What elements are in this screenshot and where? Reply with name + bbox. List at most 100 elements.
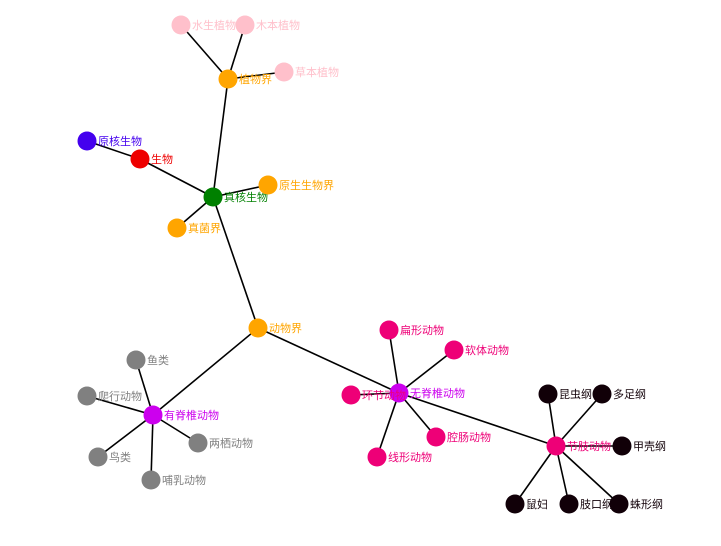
node-label: 昆虫纲 <box>559 388 592 401</box>
node-label: 肢口纲 <box>580 497 613 511</box>
node-paxing[interactable]: 爬行动物 <box>77 386 143 406</box>
node-label: 无脊椎动物 <box>410 386 465 400</box>
node-niaolei[interactable]: 鸟类 <box>88 447 132 467</box>
node-label: 腔肠动物 <box>447 430 491 444</box>
edge-jiezhi-zhuxing <box>555 445 620 505</box>
edge-zhenhe-dongwujie <box>212 196 259 329</box>
node-jiezhi[interactable]: 节肢动物 <box>546 436 612 456</box>
node-label: 甲壳纲 <box>633 439 666 453</box>
node-circle[interactable] <box>77 386 97 406</box>
edge-wujizhui-qiangchang <box>398 392 437 438</box>
node-muben[interactable]: 木本植物 <box>235 15 301 35</box>
node-circle[interactable] <box>505 494 525 514</box>
node-zhenjun[interactable]: 真菌界 <box>167 218 222 238</box>
edge-youjizhui-niaolei <box>97 414 154 458</box>
node-circle[interactable] <box>77 131 97 151</box>
node-circle[interactable] <box>167 218 187 238</box>
node-dongwujie[interactable]: 动物界 <box>248 318 303 338</box>
node-youjizhui[interactable]: 有脊椎动物 <box>143 405 220 425</box>
node-circle[interactable] <box>612 436 632 456</box>
node-circle[interactable] <box>592 384 612 404</box>
node-label: 有脊椎动物 <box>164 408 219 422</box>
node-zhenhe[interactable]: 真核生物 <box>203 187 269 207</box>
node-yuanhe[interactable]: 原核生物 <box>77 131 143 151</box>
node-circle[interactable] <box>538 384 558 404</box>
node-layer: 生物原核生物真核生物 植物界 水生植物木本植物草本植物原生生物界真菌界动物界有脊椎动… <box>77 15 667 514</box>
node-label: 扁形动物 <box>400 323 444 337</box>
node-zhikou[interactable]: 肢口纲 <box>559 494 614 514</box>
node-circle[interactable] <box>379 320 399 340</box>
node-label: 植物界 <box>239 72 272 86</box>
node-circle[interactable] <box>559 494 579 514</box>
node-label: 两栖动物 <box>209 436 253 450</box>
node-circle[interactable] <box>126 350 146 370</box>
node-label: 节肢动物 <box>567 439 611 453</box>
node-bianxing[interactable]: 扁形动物 <box>379 320 445 340</box>
node-liangqi[interactable]: 两栖动物 <box>188 433 254 453</box>
node-circle[interactable] <box>130 149 150 169</box>
node-circle[interactable] <box>546 436 566 456</box>
node-label: 环节动物 <box>362 388 406 402</box>
edge-dongwujie-youjizhui <box>152 327 259 416</box>
node-circle[interactable] <box>141 470 161 490</box>
edge-shengwu-zhenhe <box>139 158 214 198</box>
node-label: 草本植物 <box>295 65 339 79</box>
edge-jiezhi-zhikou <box>555 445 570 505</box>
node-circle[interactable] <box>426 427 446 447</box>
node-duozu[interactable]: 多足纲 <box>592 384 647 404</box>
node-label: 真核生物 <box>224 190 268 204</box>
node-shengwu[interactable]: 生物 <box>130 149 174 169</box>
node-label: 鼠妇 <box>526 497 548 511</box>
node-huanjie[interactable]: 环节动物 <box>341 385 407 405</box>
node-burou[interactable]: 哺乳动物 <box>141 470 207 490</box>
node-yulei[interactable]: 鱼类 <box>126 350 170 370</box>
node-label: 蛛形纲 <box>630 497 663 511</box>
node-circle[interactable] <box>274 62 294 82</box>
node-circle[interactable] <box>218 69 238 89</box>
node-jiaqiao[interactable]: 甲壳纲 <box>612 436 667 456</box>
node-label: 生物 <box>151 152 173 166</box>
node-label: 多足纲 <box>613 387 646 401</box>
node-shuisheng[interactable]: 水生植物 <box>171 15 237 35</box>
edge-youjizhui-paxing <box>86 395 154 416</box>
node-circle[interactable] <box>341 385 361 405</box>
node-ruanti[interactable]: 软体动物 <box>444 340 510 360</box>
node-label: 线形动物 <box>388 450 432 464</box>
node-zhuxing[interactable]: 蛛形纲 <box>609 494 664 514</box>
node-label: 水生植物 <box>192 18 236 32</box>
node-xianxing[interactable]: 线形动物 <box>367 447 433 467</box>
node-circle[interactable] <box>235 15 255 35</box>
node-label: 真菌界 <box>188 221 221 235</box>
node-wujizhui[interactable]: 无脊椎动物 <box>389 383 466 403</box>
node-shufu[interactable]: 鼠妇 <box>505 494 549 514</box>
node-circle[interactable] <box>203 187 223 207</box>
edge-dongwujie-wujizhui <box>257 327 400 394</box>
node-circle[interactable] <box>444 340 464 360</box>
node-label: 爬行动物 <box>98 389 142 403</box>
node-label: 鸟类 <box>109 450 131 464</box>
node-circle[interactable] <box>609 494 629 514</box>
node-label: 哺乳动物 <box>162 473 206 487</box>
node-zhiwujie[interactable]: 植物界 <box>218 69 273 89</box>
node-label: 鱼类 <box>147 353 169 367</box>
node-kunchong[interactable]: 昆虫纲 <box>538 384 593 404</box>
node-label: 软体动物 <box>465 343 509 357</box>
node-qiangchang[interactable]: 腔肠动物 <box>426 427 492 447</box>
edge-wujizhui-jiezhi <box>398 392 557 447</box>
node-circle[interactable] <box>367 447 387 467</box>
node-circle[interactable] <box>258 175 278 195</box>
node-label: 动物界 <box>269 321 302 335</box>
node-circle[interactable] <box>171 15 191 35</box>
edge-youjizhui-yulei <box>135 359 154 416</box>
edge-youjizhui-burou <box>150 414 154 481</box>
node-circle[interactable] <box>143 405 163 425</box>
node-caoben[interactable]: 草本植物 <box>274 62 340 82</box>
node-yuansheng[interactable]: 原生生物界 <box>258 175 335 195</box>
node-circle[interactable] <box>88 447 108 467</box>
node-circle[interactable] <box>389 383 409 403</box>
edge-zhenhe-zhiwujie <box>212 78 229 198</box>
node-circle[interactable] <box>188 433 208 453</box>
node-circle[interactable] <box>248 318 268 338</box>
